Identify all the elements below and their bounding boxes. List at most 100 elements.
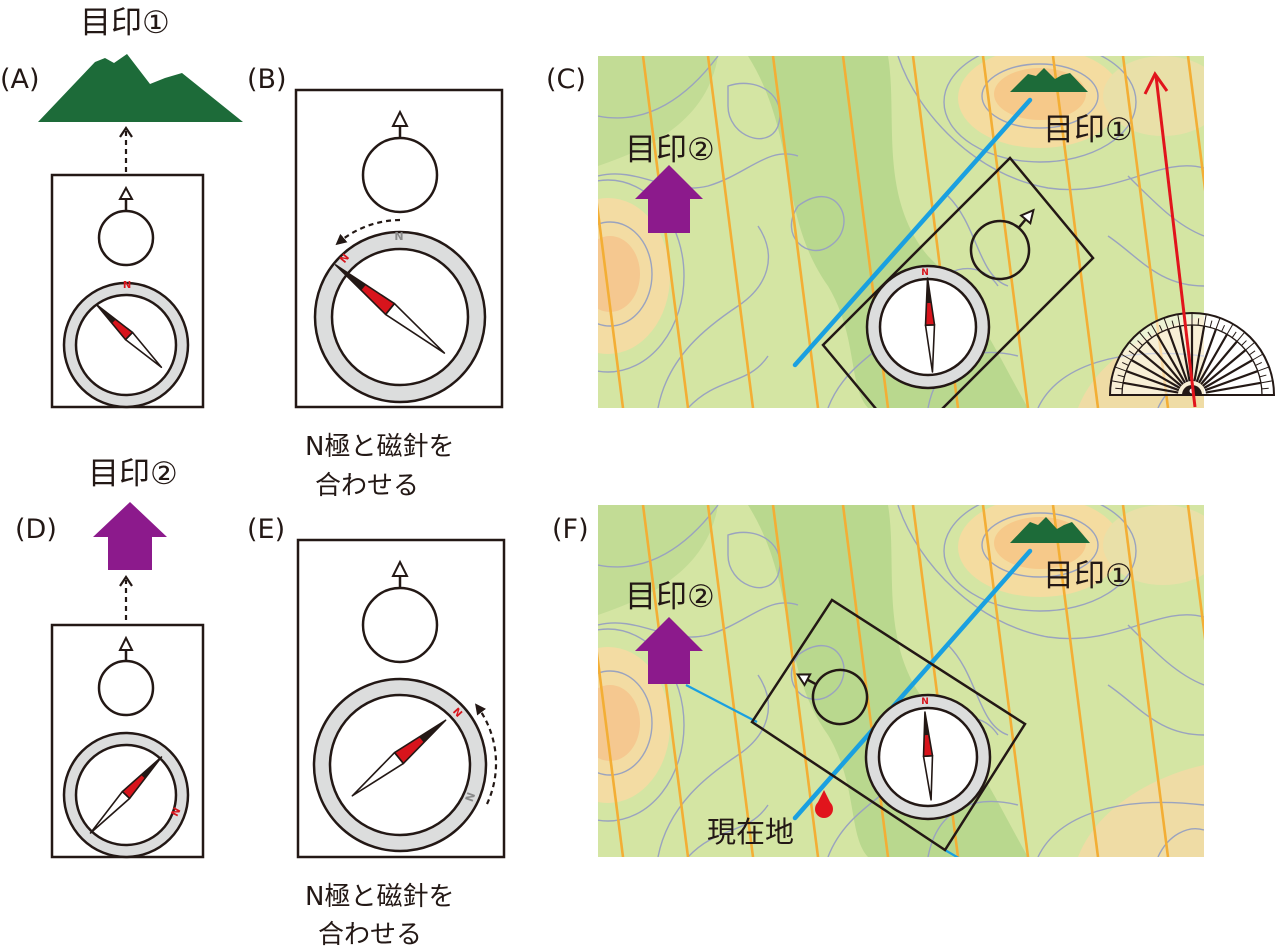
protractor-spoke [1193, 325, 1206, 382]
location-pin-head [815, 800, 833, 818]
panel-f: (F) N [552, 505, 1204, 857]
panel-label-c: (C) [546, 64, 586, 95]
back-bearing-line [685, 684, 758, 723]
panel-label-d: (D) [15, 514, 57, 545]
panel-a: 目印① (A) N [0, 5, 243, 409]
protractor-spoke [1204, 370, 1259, 392]
compass-icon: N [864, 693, 992, 821]
protractor-tick [1245, 341, 1256, 351]
protractor-spoke [1125, 370, 1180, 392]
protractor-spoke [1146, 340, 1184, 385]
instruction-line-2: 合わせる [315, 471, 419, 501]
protractor-tick [1226, 323, 1234, 335]
panel-d: 目印② (D) N [15, 456, 205, 859]
direction-of-travel-arrow [361, 109, 439, 214]
compass-icon: N [865, 264, 991, 390]
baseplate-edge-line [944, 849, 960, 857]
compass-icon: N [62, 280, 190, 409]
map-f: N [598, 505, 1204, 857]
protractor-scale [1111, 313, 1273, 394]
protractor-spoke [1178, 325, 1191, 382]
protractor-spoke [1203, 359, 1254, 389]
protractor-tick [1128, 341, 1139, 351]
compass-needle [89, 756, 163, 834]
north-arrow-shaft [1154, 75, 1197, 408]
bezel-north-mark: N [462, 790, 477, 803]
compass-icon: N N [313, 230, 487, 404]
sight-arrow [119, 126, 133, 172]
north-mark: N [921, 268, 929, 278]
bearing-line [792, 548, 1033, 821]
panel-c: (C) N 目印① 目印② [546, 56, 1276, 408]
north-mark: N [921, 697, 929, 707]
protractor-tick [1255, 362, 1262, 366]
panel-label-a: (A) [0, 64, 40, 95]
landmark-2-label: 目印② [88, 456, 178, 492]
protractor-tick [1215, 317, 1221, 330]
panel-label-f: (F) [552, 514, 589, 545]
protractor-spoke [1167, 328, 1189, 383]
protractor-tick [1111, 380, 1124, 384]
bezel-north-mark: N [394, 230, 403, 243]
compass-needle [922, 711, 934, 801]
protractor-tick [1122, 362, 1129, 366]
protractor-tick [1147, 331, 1153, 338]
north-mark: N [123, 280, 131, 291]
protractor-spoke [1122, 381, 1179, 394]
compass-baseplate [294, 88, 504, 409]
compass-baseplate [750, 598, 1027, 852]
mountain-icon [1010, 68, 1088, 92]
direction-of-travel-arrow [969, 208, 1035, 281]
protractor-tick [1197, 318, 1200, 326]
protractor-tick [1177, 314, 1181, 327]
panel-e: (E) N N N極と磁針を 合わせる [247, 514, 506, 950]
location-pin-icon [815, 790, 833, 818]
protractor-tick [1120, 353, 1132, 361]
protractor-tick [1257, 366, 1270, 372]
protractor-spoke [1200, 340, 1238, 385]
panel-label-b: (B) [247, 64, 287, 95]
compass-icon: N N [312, 677, 488, 853]
protractor-spoke [1195, 328, 1217, 383]
bearing-line [792, 97, 1033, 368]
direction-of-travel-arrow [361, 559, 439, 664]
protractor-spoke [1202, 349, 1247, 387]
protractor-tick [1115, 387, 1123, 390]
protractor-spoke [1156, 333, 1186, 384]
compass-baseplate [821, 156, 1095, 408]
protractor-tick [1259, 374, 1267, 378]
protractor-tick [1138, 331, 1148, 342]
protractor-tick [1203, 314, 1207, 327]
protractor-tick [1241, 340, 1247, 346]
arrow-up-icon [635, 165, 703, 233]
landmark-1-label: 目印① [1043, 112, 1133, 148]
protractor-tick [1137, 340, 1143, 346]
north-arrow [1143, 71, 1197, 408]
protractor-spoke [1198, 333, 1228, 384]
topographic-map [598, 505, 1204, 857]
direction-of-travel-arrow [97, 185, 155, 267]
protractor-tick [1221, 325, 1225, 332]
mountain-icon [1010, 517, 1090, 543]
protractor-tick [1209, 320, 1213, 328]
protractor-tick [1150, 323, 1158, 335]
arrow-up-icon [635, 617, 703, 684]
protractor-tick [1171, 320, 1175, 328]
landmark-2-label: 目印② [625, 579, 715, 615]
instruction-line-1: N極と磁針を [305, 432, 454, 462]
landmark-1-label: 目印① [80, 5, 170, 41]
instruction-line-1: N極と磁針を [305, 882, 454, 912]
compass-needle [95, 303, 163, 369]
arrow-up-icon [93, 502, 167, 570]
protractor-tick [1236, 331, 1246, 342]
landmark-2-label: 目印② [625, 132, 715, 168]
protractor-icon [1108, 312, 1276, 396]
direction-of-travel-arrow [795, 668, 869, 726]
mountain-icon [38, 54, 243, 122]
protractor-tick [1252, 353, 1264, 361]
current-location-label: 現在地 [707, 815, 794, 849]
panel-label-e: (E) [247, 514, 285, 545]
protractor-tick [1114, 366, 1127, 372]
panel-b: (B) N N N極と磁針を 合わせる [247, 64, 504, 501]
protractor-tick [1117, 374, 1125, 378]
